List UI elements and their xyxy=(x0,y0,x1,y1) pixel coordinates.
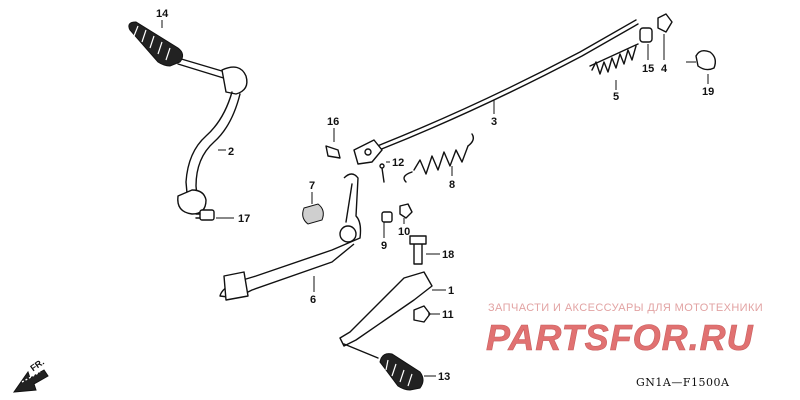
callout-17: 17 xyxy=(238,213,250,225)
callout-14: 14 xyxy=(156,8,169,20)
callout-2: 2 xyxy=(228,146,234,158)
callout-5: 5 xyxy=(613,91,619,103)
callout-19: 19 xyxy=(702,86,714,98)
watermark-tagline: ЗАПЧАСТИ И АКСЕССУАРЫ ДЛЯ МОТОТЕХНИКИ xyxy=(488,302,764,314)
callout-15: 15 xyxy=(642,63,654,75)
callout-12: 12 xyxy=(392,157,404,169)
callout-labels: 14 2 17 16 12 8 3 5 15 4 19 7 9 10 18 6 … xyxy=(156,8,714,383)
callout-10: 10 xyxy=(398,226,410,238)
kick-starter-arm xyxy=(177,57,248,215)
diagram-code: GN1A—F1500A xyxy=(636,376,730,389)
return-spring-5 xyxy=(589,43,639,75)
nut-11 xyxy=(413,305,431,323)
callout-3: 3 xyxy=(491,116,497,128)
bolt-9 xyxy=(381,211,393,223)
pin-12 xyxy=(379,163,385,183)
callout-7: 7 xyxy=(309,180,315,192)
callout-11: 11 xyxy=(442,309,454,321)
clip-19 xyxy=(686,49,717,71)
brake-spring-8 xyxy=(403,133,475,183)
callout-1: 1 xyxy=(448,285,454,297)
brake-pedal xyxy=(219,173,362,301)
step-bar xyxy=(339,271,433,359)
watermark-logo-text: PARTSFOR.RU xyxy=(486,317,754,358)
leader-lines xyxy=(161,20,709,377)
step-rubber xyxy=(379,353,424,391)
kick-starter-rubber xyxy=(128,21,184,67)
watermark-logo: PARTSFOR.RU xyxy=(486,317,754,359)
collar-7 xyxy=(302,203,324,225)
brake-rod xyxy=(353,19,639,165)
callout-8: 8 xyxy=(449,179,455,191)
bolt-17 xyxy=(195,209,215,221)
callout-9: 9 xyxy=(381,240,387,252)
callout-18: 18 xyxy=(442,249,454,261)
bolt-16 xyxy=(325,145,341,159)
callout-13: 13 xyxy=(438,371,450,383)
callout-4: 4 xyxy=(661,63,668,75)
adjusting-nut-4 xyxy=(657,13,673,33)
bolt-18 xyxy=(409,235,427,265)
front-direction-arrow xyxy=(12,369,49,393)
callout-6: 6 xyxy=(310,294,316,306)
callout-16: 16 xyxy=(327,116,339,128)
joint-15 xyxy=(639,27,653,43)
nut-10 xyxy=(399,203,413,219)
